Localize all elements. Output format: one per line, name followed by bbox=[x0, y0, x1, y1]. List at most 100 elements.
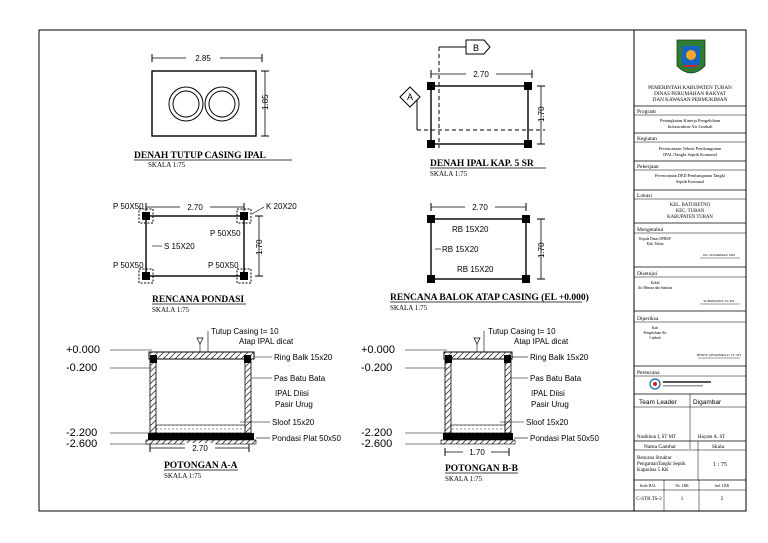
program-heading: Program bbox=[637, 109, 657, 115]
balok-label-rb-top: RB 15X20 bbox=[452, 225, 489, 234]
balok-dim-height: 1.70 bbox=[537, 242, 546, 258]
kode-heading: Kode HAL bbox=[640, 484, 656, 488]
drawing-name-line-2: PengamanTangki Septik bbox=[637, 462, 686, 467]
pot-a-note-8: Pondasi Plat 50x50 bbox=[272, 434, 341, 443]
mengetahui-line-2: Kab. Tuban bbox=[647, 242, 664, 246]
pot-a-note-5: IPAL Diisi bbox=[275, 389, 309, 398]
view-rencana-balok: 2.70 RB 15X20 RB 15X20 RB 15X20 1.70 REN… bbox=[390, 201, 589, 312]
lokasi-line-1: KEL. BATURETNO bbox=[670, 203, 711, 208]
no-value: 1 bbox=[681, 497, 684, 502]
jml-value: 2 bbox=[721, 497, 724, 502]
balok-title: RENCANA BALOK ATAP CASING (EL +0.000) bbox=[390, 292, 589, 303]
pekerjaan-line-1: Perencanaan DED Pembangunan Tangki bbox=[655, 173, 726, 178]
pot-b-dim-width: 1.70 bbox=[469, 448, 485, 457]
disetujui-signatory: SUHARSONO, ST, MT bbox=[704, 299, 735, 304]
pot-b-note-2: Atap IPAL dicat bbox=[514, 337, 569, 346]
pot-b-note-4: Pas Batu Bata bbox=[530, 374, 582, 383]
denah-scale: SKALA 1:75 bbox=[430, 170, 468, 178]
denah-outline bbox=[430, 85, 529, 145]
drafter-label: Digambar bbox=[693, 399, 722, 406]
agency-line-2: DINAS PERUMAHAN RAKYAT bbox=[654, 91, 727, 97]
pot-b-level-3: -2.200 bbox=[361, 427, 392, 439]
pekerjaan-heading: Pekerjaan bbox=[637, 164, 659, 170]
jml-heading: Jml. LBR bbox=[715, 484, 730, 488]
view-rencana-pondasi: 2.70 P 50X50 K 20X20 P 50X50 S 15X20 P 5… bbox=[113, 201, 297, 314]
kegiatan-heading: Kegiatan bbox=[637, 136, 657, 142]
mengetahui-heading: Mengetahui bbox=[637, 227, 664, 233]
pot-a-note-1: Tutup Casing t= 10 bbox=[211, 327, 279, 336]
denah-dim-width: 2.70 bbox=[473, 70, 489, 79]
view-denah-ipal: B A 2.70 1.70 DENAH IPAL KAP. 5 SR SKALA… bbox=[399, 39, 546, 178]
tutup-slab bbox=[151, 70, 257, 137]
denah-title: DENAH IPAL KAP. 5 SR bbox=[430, 159, 534, 169]
lokasi-heading: Lokasi bbox=[637, 193, 652, 199]
pondasi-dim-height: 1.70 bbox=[255, 239, 264, 255]
pekerjaan-line-2: Septik Komunal bbox=[676, 179, 705, 184]
drawing-scale: 1 : 75 bbox=[713, 462, 727, 468]
pot-b-title: POTONGAN B-B bbox=[445, 464, 519, 474]
pot-b-note-8: Pondasi Plat 50x50 bbox=[530, 434, 599, 443]
nama-gambar-heading: Nama Gambar bbox=[644, 444, 676, 450]
pot-b-scale: SKALA 1:75 bbox=[445, 475, 483, 483]
pot-a-note-7: Sloof 15x20 bbox=[272, 418, 315, 427]
pot-a-note-3: Ring Balk 15x20 bbox=[274, 353, 333, 362]
pot-b-level-1: +0.000 bbox=[361, 344, 395, 356]
sheet-border bbox=[38, 29, 747, 512]
disetujui-heading: Disetujui bbox=[637, 271, 658, 277]
pot-b-note-3: Ring Balk 15x20 bbox=[530, 353, 589, 362]
program-line-2: Infrastruktur Air Limbah bbox=[668, 124, 713, 129]
perencana-heading: Perencana bbox=[637, 370, 660, 376]
lokasi-line-2: KEC. TUBAN bbox=[676, 209, 705, 214]
pondasi-label-p-tl: P 50X50 bbox=[113, 202, 144, 211]
pot-a-level-1: +0.000 bbox=[66, 344, 100, 356]
pondasi-scale: SKALA 1:75 bbox=[152, 306, 190, 314]
team-leader-name: Nasikhun I, ST MT bbox=[637, 435, 676, 440]
disetujui-line-2: Air Minum dan Sanitasi bbox=[638, 286, 673, 290]
kegiatan-line-1: Perencanaan Teknis Pembangunan bbox=[659, 146, 722, 151]
view-potongan-a: +0.000 -0.200 -2.200 -2.600 2.70 Tutup C… bbox=[66, 327, 341, 480]
kegiatan-line-2: IPAL/Tangki Septik Komunal bbox=[663, 152, 718, 157]
tutup-scale: SKALA 1:75 bbox=[148, 161, 186, 169]
diperiksa-line-3: Limbah bbox=[649, 336, 660, 340]
balok-label-rb-bottom: RB 15X20 bbox=[457, 265, 494, 274]
diperiksa-heading: Diperiksa bbox=[637, 316, 659, 322]
lokasi-line-3: KABUPATEN TUBAN bbox=[667, 215, 713, 220]
diperiksa-line-2: Pengelolaan Air bbox=[643, 331, 667, 335]
kode-value: C-STR.TS-2 bbox=[636, 497, 662, 502]
pot-a-dim-width: 2.70 bbox=[192, 444, 208, 453]
section-marker-a: A bbox=[407, 92, 413, 102]
titleblock: PEMERINTAH KABUPATEN TUBAN DINAS PERUMAH… bbox=[634, 39, 746, 511]
regency-emblem-icon bbox=[676, 39, 706, 74]
pot-a-note-2: Atap IPAL dicat bbox=[239, 337, 294, 346]
diperiksa-line-1: Kasi bbox=[652, 326, 659, 330]
balok-scale: SKALA 1:75 bbox=[390, 304, 428, 312]
no-heading: No. LBR bbox=[675, 484, 689, 488]
section-marker-b: B bbox=[473, 43, 479, 53]
view-potongan-b: +0.000 -0.200 -2.200 -2.600 1.70 Tutup C… bbox=[361, 327, 599, 483]
denah-dim-height: 1.70 bbox=[537, 106, 546, 122]
program-line-1: Peningkatan Kinerja Pengelolaan bbox=[660, 118, 721, 123]
view-tutup-casing: 2.85 1.85 DENAH TUTUP CASING IPAL SKALA … bbox=[134, 52, 292, 169]
drawing-name-line-3: Kapasitas 5 KK bbox=[637, 468, 669, 473]
agency-line-3: DAN KAWASAN PERMUKIMAN bbox=[653, 97, 728, 103]
disetujui-line-1: Kabid bbox=[651, 281, 660, 285]
pondasi-label-p-mr: P 50X50 bbox=[210, 229, 241, 238]
drawing-name-line-1: Rencana Struktur bbox=[637, 456, 672, 461]
pot-b-note-1: Tutup Casing t= 10 bbox=[488, 327, 556, 336]
pot-b-note-6: Pasir Urug bbox=[531, 400, 569, 409]
pondasi-title: RENCANA PONDASI bbox=[152, 295, 244, 305]
balok-dim-width: 2.70 bbox=[472, 203, 488, 212]
pondasi-label-p-bl: P 50X50 bbox=[113, 261, 144, 270]
balok-label-rb-left: RB 15X20 bbox=[442, 245, 479, 254]
team-leader-label: Team Leader bbox=[639, 399, 678, 406]
tutup-title: DENAH TUTUP CASING IPAL bbox=[134, 151, 266, 161]
pondasi-dim-width: 2.70 bbox=[187, 203, 203, 212]
pot-b-note-5: IPAL Diisi bbox=[531, 389, 565, 398]
tutup-dim-width: 2.85 bbox=[195, 54, 211, 63]
pot-a-scale: SKALA 1:75 bbox=[164, 472, 202, 480]
pot-b-level-4: -2.600 bbox=[361, 438, 392, 450]
pot-a-level-3: -2.200 bbox=[66, 427, 97, 439]
pondasi-label-p-br: P 50X50 bbox=[208, 261, 239, 270]
pot-b-note-7: Sloof 15x20 bbox=[526, 418, 569, 427]
